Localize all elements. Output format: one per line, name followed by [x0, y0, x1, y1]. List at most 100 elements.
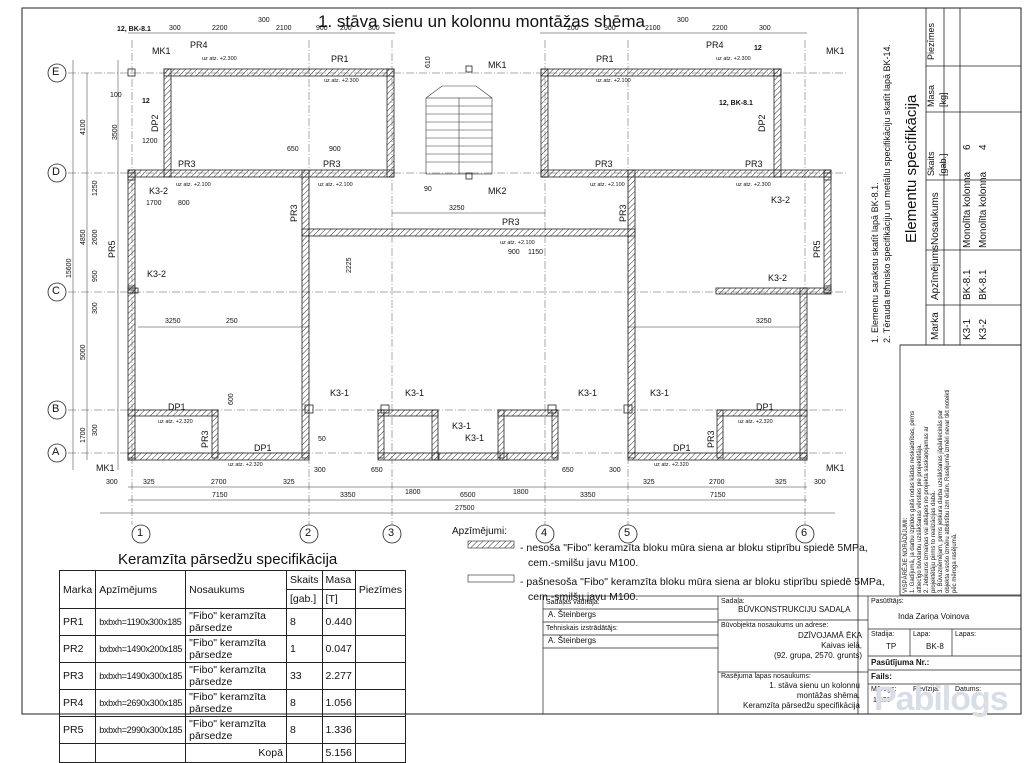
dim-top: 2100 [645, 25, 661, 32]
elem-cell: K3-1 [962, 318, 973, 340]
elem-header-apz: Apzīmējums [930, 244, 941, 300]
tb-objekts-3: (92. grupa, 2570. grunts) [773, 651, 862, 660]
dim-left: 5000 [80, 344, 87, 360]
elem-header-masa: Masa [926, 84, 936, 107]
legend-title: Apzīmējumi: [452, 526, 508, 537]
mark-pr5: PR5 [812, 240, 822, 258]
legend-item-1-line2: cem.-smilšu javu M100. [528, 557, 639, 569]
cell-apz: bxbxh=1490x300x185 [95, 662, 187, 690]
dim-bottom: 300 [814, 479, 826, 486]
cell-apz: bxbxh=1190x300x185 [95, 608, 187, 636]
tb-rasejums-1: 1. stāva sienu un kolonnu [769, 681, 860, 690]
cell-nos: "Fibo" keramzīta pārsedze [185, 635, 287, 663]
mark-pr3: PR3 [618, 204, 628, 222]
cell-marka: PR2 [58, 635, 97, 663]
dim-left: 600 [228, 393, 235, 405]
dim-bottom: 300 [106, 479, 118, 486]
spec-table: Marka Apzīmējums Nosaukums Skaits Masa P… [58, 570, 407, 763]
dim-top: 2100 [276, 25, 292, 32]
mark-pr3: PR3 [706, 430, 716, 448]
spec-header-row: Marka Apzīmējums Nosaukums Skaits Masa P… [58, 570, 407, 609]
cell-nos: "Fibo" keramzīta pārsedze [185, 608, 287, 636]
level-note: uz atz. +2.320 [228, 462, 263, 468]
dim-bottom: 300 [609, 467, 621, 474]
dim-misc: 1700 [146, 200, 162, 207]
mark-k32: K3-2 [768, 273, 788, 283]
elem-header-piez: Piezīmes [926, 22, 936, 60]
mark-pr4: PR4 [190, 40, 208, 50]
mark-pr4: PR4 [706, 40, 724, 50]
dim-misc: 900 [508, 249, 520, 256]
dim-bottom-2: 3350 [340, 492, 356, 499]
tb-merogs: 1:100 [873, 697, 891, 704]
notes-bottom-line: 3. Būvuzņēmējam, pirms jebkura darba uzs… [938, 409, 944, 593]
cell-masa: 1.336 [321, 716, 356, 744]
tb-lapas-label: Lapas: [955, 631, 977, 638]
cell-marka: PR1 [58, 608, 97, 636]
dim-bottom: 650 [371, 467, 383, 474]
dim-bottom: 2700 [709, 479, 725, 486]
grid-col-6: 6 [801, 527, 808, 539]
mark-pr3: PR3 [200, 430, 210, 448]
dim-bottom: 325 [775, 479, 787, 486]
tb-objekts-label: Būvobjekta nosaukums un adrese: [721, 622, 829, 629]
mark-twelve: 12 [142, 98, 150, 105]
notes-bottom-line: 1. Gadījumā, ja darbu izpildes gaitā rod… [910, 410, 916, 593]
dim-bottom: 1800 [405, 489, 421, 496]
dim-top: 200 [340, 25, 352, 32]
tb-sadalas-vaditaja-label: Sadaļas vadītāja: [546, 599, 600, 606]
cell-skaits: 8 [285, 716, 323, 744]
level-note: uz atz. +2.320 [158, 419, 193, 425]
elem-header-nos: Nosaukums [930, 192, 941, 245]
tb-tehniskais-label: Tehniskais izstrādātājs: [546, 625, 618, 632]
tb-rasejums-3: Keramzīta pārsedžu specifikācija [743, 701, 860, 710]
cell-marka: PR5 [58, 716, 97, 744]
grid-col-2: 2 [305, 527, 312, 539]
level-note: uz atz. +2.300 [736, 182, 771, 188]
legend-item-1: - nesoša "Fibo" keramzīta bloku mūra sie… [520, 541, 868, 571]
legend-item-2: - pašnesoša "Fibo" keramzīta bloku mūra … [520, 575, 885, 605]
mark-k31: K3-1 [330, 388, 350, 398]
dim-top: 900 [316, 25, 328, 32]
dim-left: 950 [92, 270, 99, 282]
spec-header-piez: Piezīmes [354, 570, 407, 609]
dim-misc: 250 [226, 318, 238, 325]
spec-header-apz: Apzīmējums [95, 570, 187, 609]
dim-misc: 1200 [142, 138, 158, 145]
level-note: uz atz. +2.100 [590, 182, 625, 188]
table-row-total: Kopā 5.156 [58, 743, 407, 763]
cell-piez [354, 662, 407, 690]
dim-top: 300 [677, 17, 689, 24]
tb-rasejums-2: montāžas shēma. [796, 691, 860, 700]
dim-left: 300 [92, 424, 99, 436]
mark-k32: K3-2 [149, 186, 169, 196]
tb-datums-label: Datums: [955, 686, 982, 693]
tb-lapa-label: Lapa: [913, 631, 931, 638]
tb-pasutijuma-label: Pasūtījuma Nr.: [871, 658, 930, 667]
mark-twelve: 12 [754, 45, 762, 52]
legend-item-1-line1: - nesoša "Fibo" keramzīta bloku mūra sie… [520, 542, 868, 554]
mark-pr1: PR1 [596, 54, 614, 64]
mark-pr3: PR3 [745, 159, 763, 169]
grid-col-3: 3 [388, 527, 395, 539]
table-row: PR2 bxbxh=1490x200x185 "Fibo" keramzīta … [58, 635, 407, 663]
dim-misc: 90 [424, 186, 432, 193]
cell-piez [354, 608, 407, 636]
stair [425, 85, 493, 175]
dim-misc: 50 [318, 436, 326, 443]
dim-top: 300 [258, 17, 270, 24]
mark-pr1: PR1 [331, 54, 349, 64]
notes-top-1: 1. Elementu sarakstu skatīt lapā BK-8.1. [870, 182, 880, 343]
mark-mk1: MK1 [826, 46, 845, 56]
elem-cell: BK-8.1 [962, 269, 973, 300]
table-row: PR3 bxbxh=1490x300x185 "Fibo" keramzīta … [58, 662, 407, 690]
tb-rasejuma-label: Rasējuma lapas nosaukums: [721, 673, 811, 680]
level-note: uz atz. +2.300 [324, 78, 359, 84]
cell-piez [354, 635, 407, 663]
mark-dp1: DP1 [254, 443, 272, 453]
cell-skaits: 1 [285, 635, 323, 663]
spec-title: Keramzīta pārsedžu specifikācija [118, 551, 338, 568]
cell-skaits: 8 [285, 608, 323, 636]
mark-k32: K3-2 [147, 269, 167, 279]
mark-k31: K3-1 [465, 433, 485, 443]
